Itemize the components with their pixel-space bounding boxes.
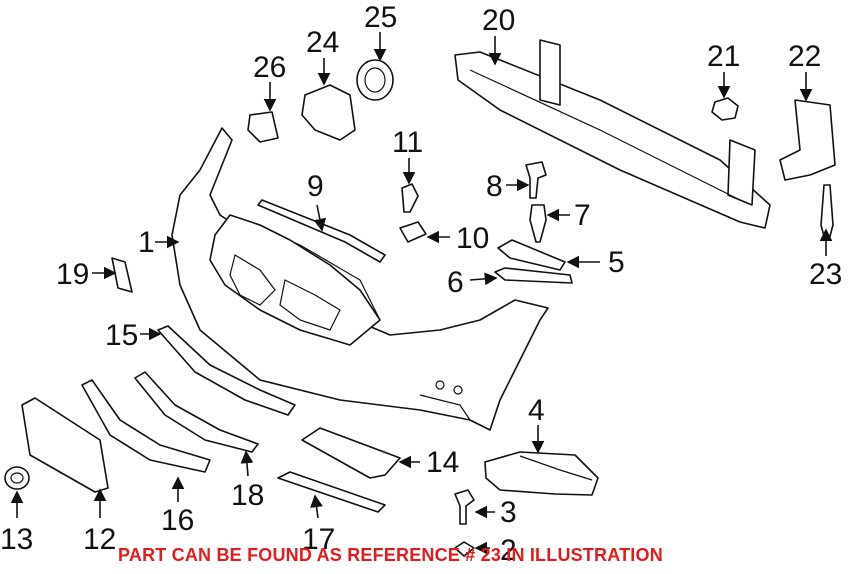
callout-19: 19	[56, 258, 89, 291]
park-sensor	[301, 84, 356, 141]
callout-17: 17	[302, 523, 335, 556]
tag-19	[111, 257, 133, 293]
leader-arrows	[10, 32, 833, 555]
bracket-5	[497, 239, 566, 271]
callout-24: 24	[306, 26, 339, 59]
impact-bar	[454, 39, 771, 229]
molding-17	[277, 471, 386, 513]
callout-9: 9	[307, 170, 324, 203]
callout-21: 21	[707, 40, 740, 73]
bolt-8	[525, 161, 547, 199]
callout-4: 4	[528, 394, 545, 427]
callout-6: 6	[447, 266, 464, 299]
callout-15: 15	[105, 319, 138, 352]
clip-10	[399, 221, 427, 243]
reference-note: PART CAN BE FOUND AS REFERENCE # 23 IN I…	[118, 545, 663, 565]
callout-16: 16	[161, 504, 194, 537]
callout-25: 25	[364, 1, 397, 34]
callout-12: 12	[83, 523, 116, 556]
side-bracket	[779, 99, 836, 181]
callout-23: 23	[809, 258, 842, 291]
grille-14	[301, 427, 401, 479]
screw-3	[454, 489, 475, 525]
molding-12	[21, 397, 109, 493]
callout-2: 2	[500, 534, 517, 567]
callout-3: 3	[500, 496, 517, 529]
fog-light	[484, 451, 599, 496]
trim-18	[134, 371, 259, 453]
callout-20: 20	[482, 4, 515, 37]
screw-11	[401, 183, 419, 213]
callout-11: 11	[392, 126, 423, 159]
trim-16	[81, 379, 211, 473]
plug-13	[4, 466, 30, 490]
bracket-6	[494, 267, 573, 284]
callout-5: 5	[608, 246, 625, 279]
rivet-23	[820, 184, 834, 241]
callout-10: 10	[456, 222, 489, 255]
sensor-holder	[247, 111, 279, 143]
callout-14: 14	[426, 446, 459, 479]
clip-2	[454, 541, 475, 557]
bumper-cover	[171, 127, 549, 431]
callout-26: 26	[253, 51, 286, 84]
callout-labels: 1 2 3 4 5 6 7 8 9 10 11 12 13 14 15 16 1…	[0, 1, 842, 567]
callout-22: 22	[788, 40, 821, 73]
callout-13: 13	[0, 523, 33, 556]
callout-1: 1	[138, 226, 155, 259]
nut-21	[711, 97, 739, 121]
clip-7	[529, 204, 547, 243]
sensor-grommet	[356, 59, 394, 101]
callout-7: 7	[574, 199, 591, 232]
trim-15	[157, 325, 296, 416]
callout-18: 18	[231, 479, 264, 512]
callout-8: 8	[486, 170, 503, 203]
